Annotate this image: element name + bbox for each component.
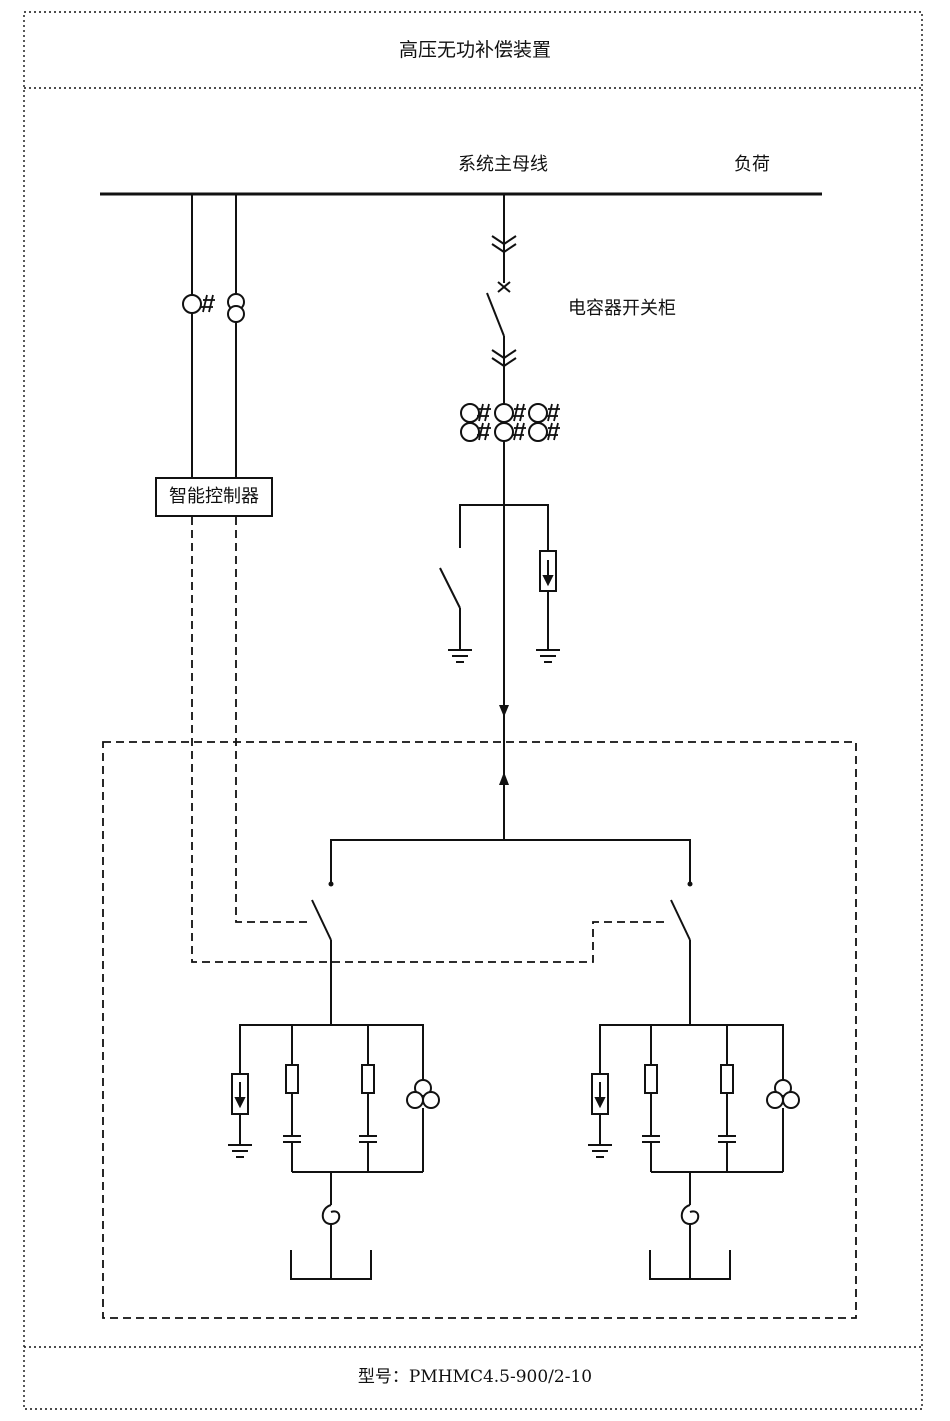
- control-wiring: [191, 517, 668, 963]
- compensation-cabinet-boundary: [102, 741, 857, 1319]
- branch-bus: [330, 839, 691, 884]
- model-value: PMHMC4.5-900/2-10: [408, 1367, 593, 1387]
- outer-border: [23, 11, 923, 1410]
- arrow-up: [499, 772, 509, 785]
- main-bus-label: 系统主母线: [458, 154, 548, 175]
- diagram-title: 高压无功补偿装置: [398, 39, 551, 61]
- smart-controller-box: 智能控制器: [155, 477, 273, 517]
- switchgear-label: 电容器开关柜: [568, 298, 676, 319]
- arrow-down: [499, 705, 509, 717]
- capacitor-branch-right: [591, 899, 800, 1280]
- instrument-feeders: [182, 194, 245, 477]
- earthing-and-arrester-branch: [439, 504, 557, 650]
- load-label: 负荷: [734, 154, 770, 175]
- capacitor-branch-left: [231, 899, 440, 1280]
- hash-mark: [200, 294, 216, 313]
- current-transformer-group: [460, 403, 548, 442]
- model-prefix: 型号：: [357, 1367, 409, 1387]
- capacitor-switchgear-feeder: [486, 194, 517, 840]
- model-number: 型号：PMHMC4.5-900/2-10: [0, 1362, 950, 1387]
